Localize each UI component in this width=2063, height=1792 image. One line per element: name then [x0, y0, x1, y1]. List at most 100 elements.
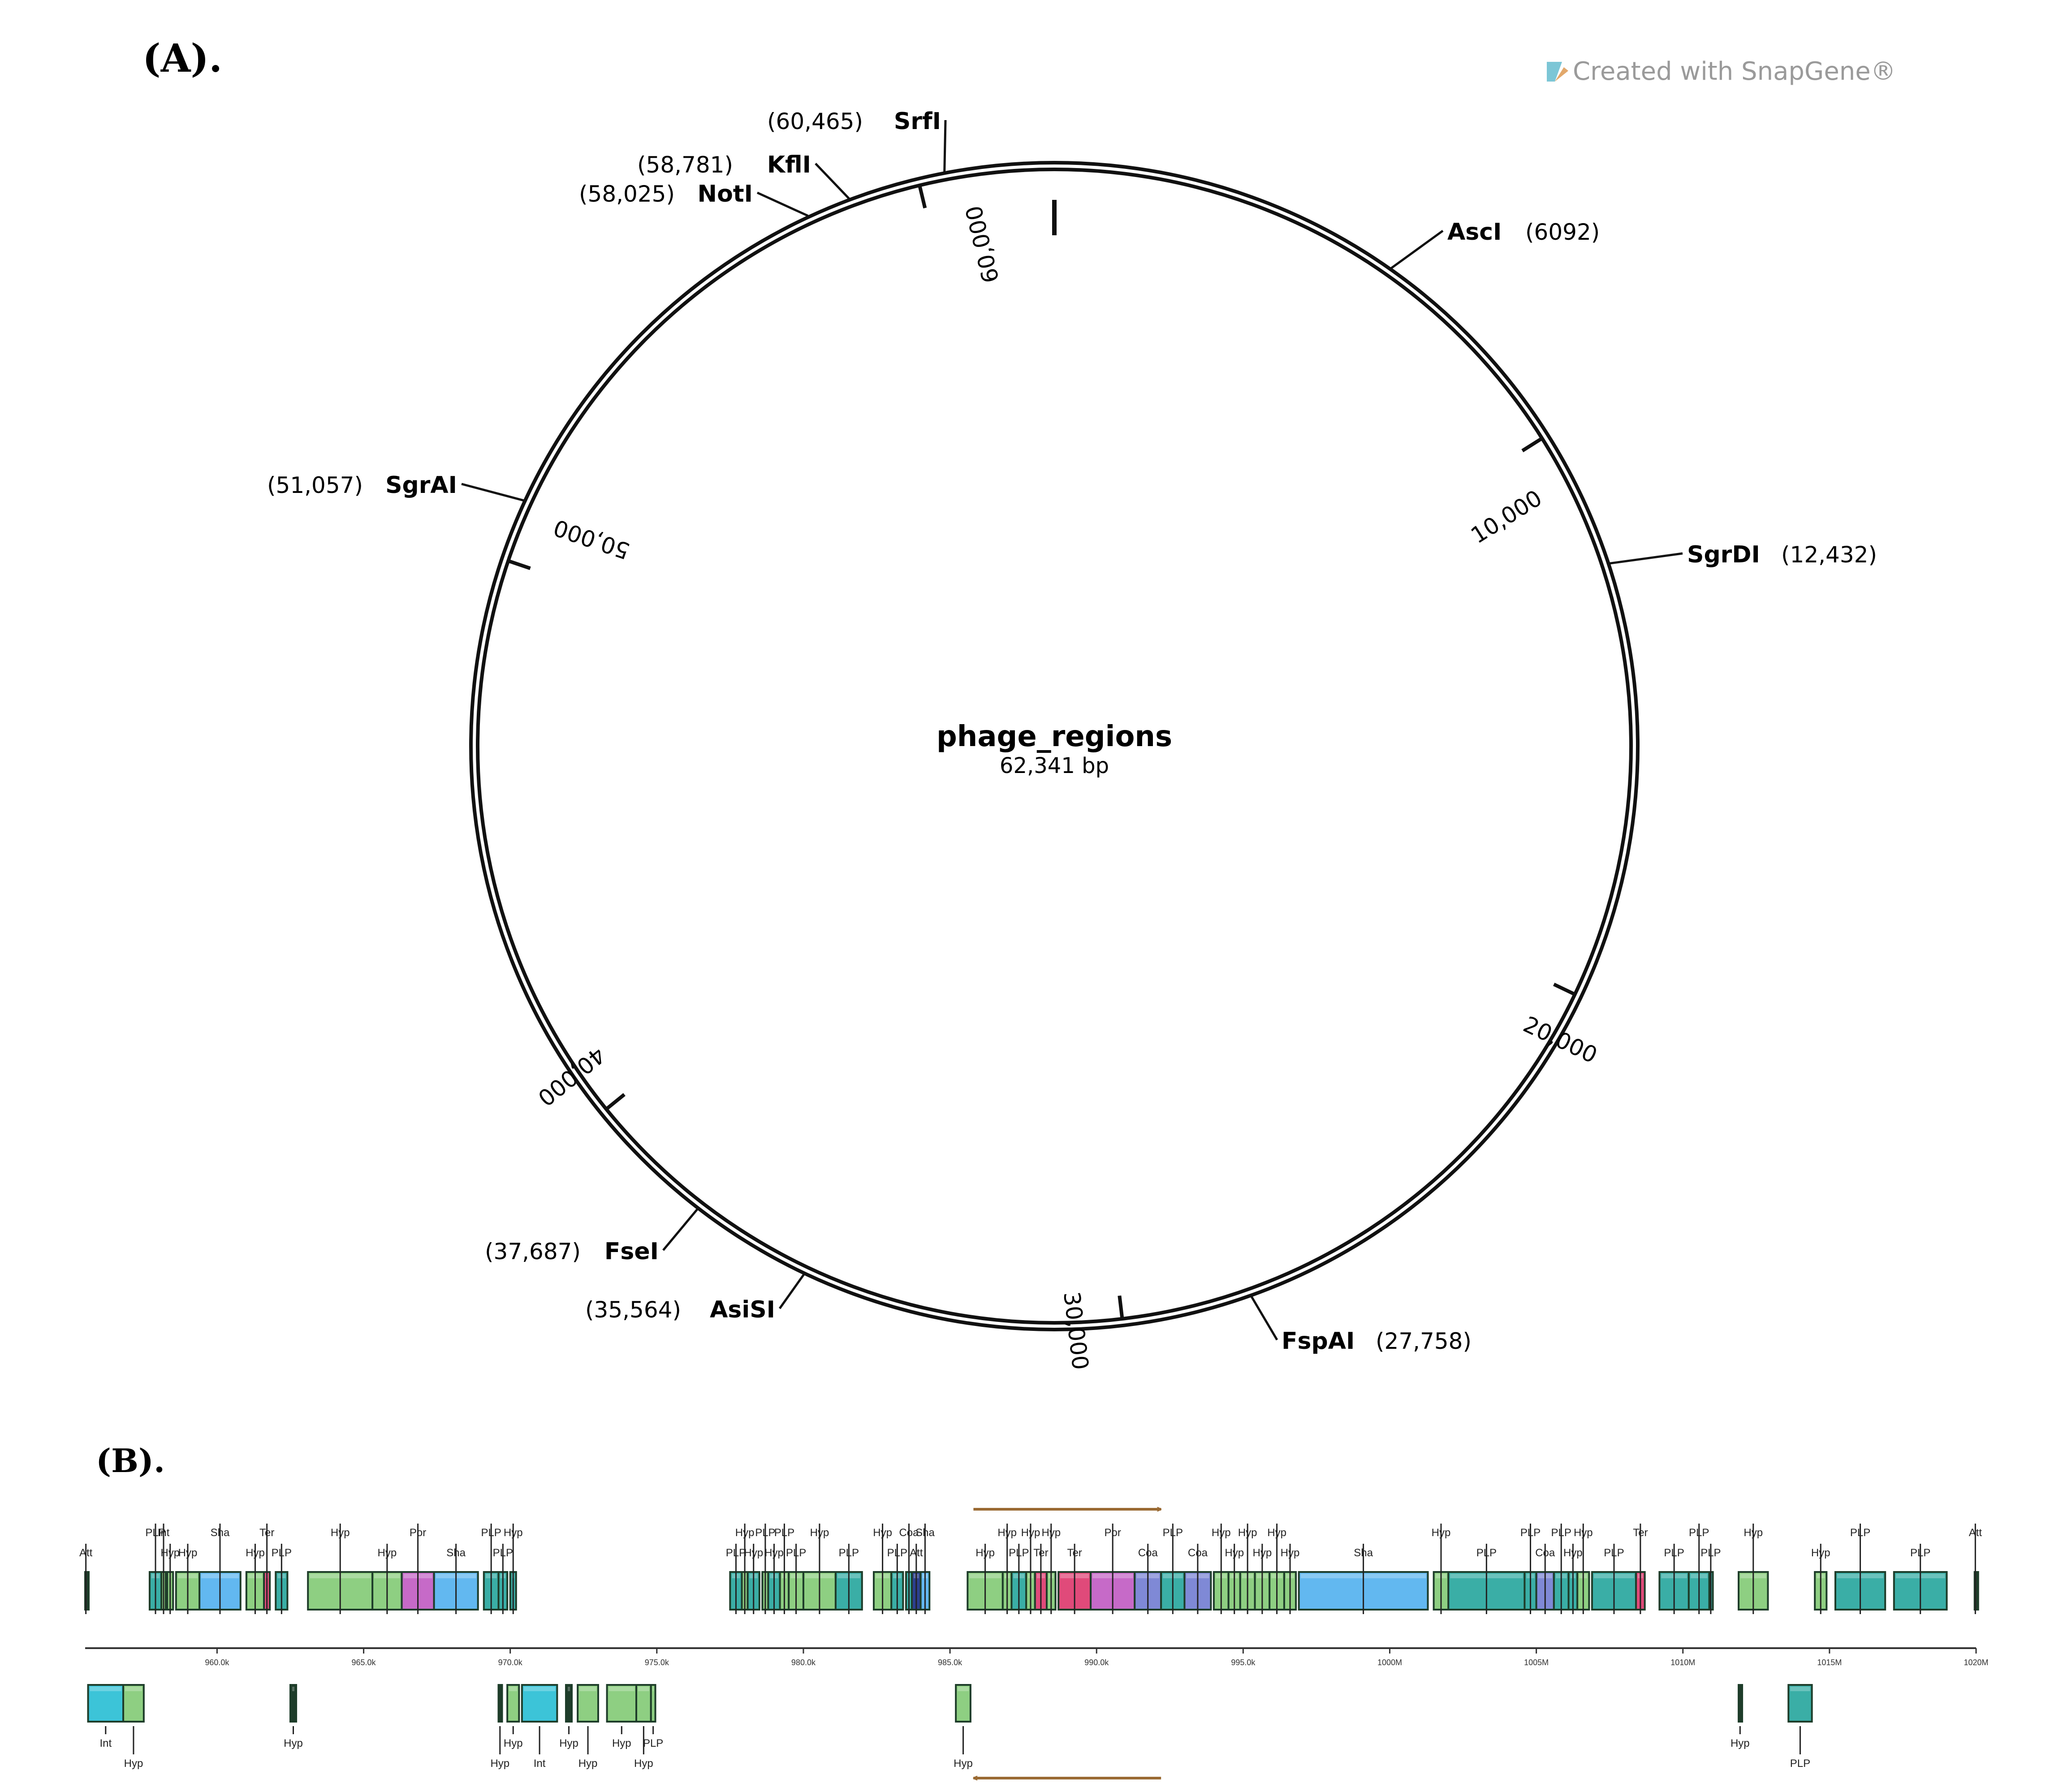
- enzyme-leader-line: [1610, 552, 1683, 565]
- gene-feature[interactable]: Por: [1090, 1524, 1136, 1614]
- axis-tick-label: 990.0k: [1084, 1658, 1109, 1667]
- gene-feature[interactable]: Hyp: [559, 1684, 578, 1749]
- gene-box[interactable]: [122, 1684, 145, 1723]
- gene-feature[interactable]: Hyp: [634, 1684, 653, 1770]
- gene-feature[interactable]: Hyp: [307, 1524, 374, 1614]
- gene-feature[interactable]: Int: [158, 1524, 170, 1614]
- gene-label: Hyp: [504, 1737, 523, 1749]
- gene-feature[interactable]: Coa: [899, 1524, 919, 1614]
- gene-feature[interactable]: Hyp: [1041, 1524, 1061, 1614]
- gene-feature[interactable]: Hyp: [1267, 1524, 1286, 1614]
- gene-feature[interactable]: PLP: [786, 1544, 806, 1614]
- gene-box[interactable]: [497, 1684, 503, 1723]
- gene-feature[interactable]: Int: [521, 1684, 558, 1770]
- gene-feature[interactable]: Hyp: [764, 1544, 784, 1614]
- gene-feature[interactable]: Hyp: [606, 1684, 638, 1749]
- gene-feature[interactable]: Att: [79, 1544, 93, 1614]
- gene-label: PLP: [272, 1547, 292, 1559]
- enzyme-leader-line: [756, 191, 809, 217]
- gene-feature[interactable]: Hyp: [1212, 1524, 1231, 1614]
- gene-box[interactable]: [84, 1571, 90, 1611]
- gene-box[interactable]: [577, 1684, 599, 1723]
- gene-feature[interactable]: Sha: [1298, 1544, 1429, 1614]
- gene-label: Hyp: [1212, 1527, 1231, 1539]
- gene-feature[interactable]: PLP: [1834, 1524, 1886, 1614]
- gene-feature[interactable]: Ter: [259, 1524, 274, 1614]
- gene-label: Ter: [1033, 1547, 1048, 1559]
- gene-box[interactable]: [289, 1684, 298, 1723]
- gene-feature[interactable]: Hyp: [245, 1544, 265, 1614]
- gene-feature[interactable]: PLP: [774, 1524, 794, 1614]
- gene-feature[interactable]: Hyp: [1281, 1544, 1300, 1614]
- gene-feature[interactable]: Coa: [1183, 1544, 1212, 1614]
- gene-feature[interactable]: Hyp: [122, 1684, 145, 1770]
- gene-feature[interactable]: Hyp: [802, 1524, 837, 1614]
- gene-feature[interactable]: Hyp: [577, 1684, 599, 1770]
- gene-box[interactable]: [565, 1684, 573, 1723]
- gene-feature[interactable]: Sha: [433, 1544, 479, 1614]
- gene-feature[interactable]: Hyp: [175, 1544, 201, 1614]
- gene-feature[interactable]: PLP: [1447, 1544, 1526, 1614]
- gene-label: Sha: [446, 1547, 466, 1559]
- gene-box[interactable]: [1973, 1571, 1979, 1611]
- gene-box[interactable]: [521, 1684, 558, 1723]
- gene-feature[interactable]: Hyp: [744, 1544, 763, 1614]
- gene-feature[interactable]: Hyp: [1574, 1524, 1593, 1614]
- gene-feature[interactable]: Hyp: [490, 1684, 509, 1770]
- gene-feature[interactable]: Por: [401, 1524, 435, 1614]
- gene-feature[interactable]: PLP: [643, 1684, 663, 1749]
- gene-feature[interactable]: PLP: [1893, 1544, 1948, 1614]
- gene-box[interactable]: [1787, 1684, 1813, 1723]
- gene-feature[interactable]: Hyp: [872, 1524, 893, 1614]
- gene-feature[interactable]: PLP: [1787, 1684, 1813, 1770]
- gene-feature[interactable]: Hyp: [1738, 1524, 1769, 1614]
- gene-feature[interactable]: Hyp: [504, 1524, 523, 1614]
- gene-feature[interactable]: Hyp: [504, 1684, 523, 1749]
- gene-feature[interactable]: PLP: [1591, 1544, 1637, 1614]
- gene-feature[interactable]: Hyp: [160, 1544, 180, 1614]
- gene-feature[interactable]: Hyp: [1021, 1524, 1040, 1614]
- gene-feature[interactable]: Hyp: [997, 1524, 1017, 1614]
- gene-box[interactable]: [955, 1684, 971, 1723]
- map-name: phage_regions: [937, 720, 1172, 753]
- gene-feature[interactable]: Sha: [199, 1524, 242, 1614]
- gene-feature[interactable]: PLP: [1160, 1524, 1186, 1614]
- gene-feature[interactable]: PLP: [493, 1544, 513, 1614]
- gene-feature[interactable]: Sha: [915, 1524, 935, 1614]
- gene-feature[interactable]: PLP: [887, 1544, 907, 1614]
- gene-feature[interactable]: PLP: [755, 1524, 776, 1614]
- gene-feature[interactable]: Ter: [1057, 1544, 1092, 1614]
- gene-feature[interactable]: Hyp: [1731, 1684, 1750, 1749]
- gene-feature[interactable]: PLP: [1658, 1544, 1690, 1614]
- gene-feature[interactable]: Hyp: [1225, 1544, 1244, 1614]
- gene-feature[interactable]: Hyp: [371, 1544, 403, 1614]
- gene-feature[interactable]: Ter: [1633, 1524, 1648, 1614]
- gene-box[interactable]: [650, 1684, 656, 1723]
- axis-tick-label: 995.0k: [1231, 1658, 1256, 1667]
- gene-feature[interactable]: PLP: [1700, 1544, 1721, 1614]
- gene-feature[interactable]: PLP: [834, 1544, 863, 1614]
- gene-label: Hyp: [954, 1757, 973, 1770]
- gene-feature[interactable]: PLP: [272, 1544, 292, 1614]
- gene-feature[interactable]: Coa: [1134, 1544, 1162, 1614]
- gene-feature[interactable]: PLP: [726, 1544, 746, 1614]
- gene-feature[interactable]: PLP: [1688, 1524, 1710, 1614]
- gene-feature[interactable]: Hyp: [735, 1524, 755, 1614]
- gene-box[interactable]: [606, 1684, 638, 1723]
- gene-feature[interactable]: Hyp: [1238, 1524, 1257, 1614]
- gene-feature[interactable]: Coa: [1535, 1544, 1555, 1614]
- gene-feature[interactable]: PLP: [481, 1524, 501, 1614]
- gene-feature[interactable]: Att: [1969, 1524, 1982, 1614]
- gene-feature[interactable]: Hyp: [954, 1684, 973, 1770]
- gene-feature[interactable]: Int: [87, 1684, 125, 1749]
- gene-feature[interactable]: Att: [910, 1544, 923, 1614]
- gene-feature[interactable]: Hyp: [1432, 1524, 1451, 1614]
- gene-box[interactable]: [1738, 1684, 1744, 1723]
- gene-box[interactable]: [506, 1684, 520, 1723]
- gene-feature[interactable]: Hyp: [284, 1684, 303, 1749]
- gene-feature[interactable]: Ter: [1033, 1544, 1049, 1614]
- gene-feature[interactable]: PLP: [145, 1524, 166, 1614]
- gene-feature[interactable]: Hyp: [1811, 1544, 1830, 1614]
- gene-feature[interactable]: Hyp: [967, 1544, 1004, 1614]
